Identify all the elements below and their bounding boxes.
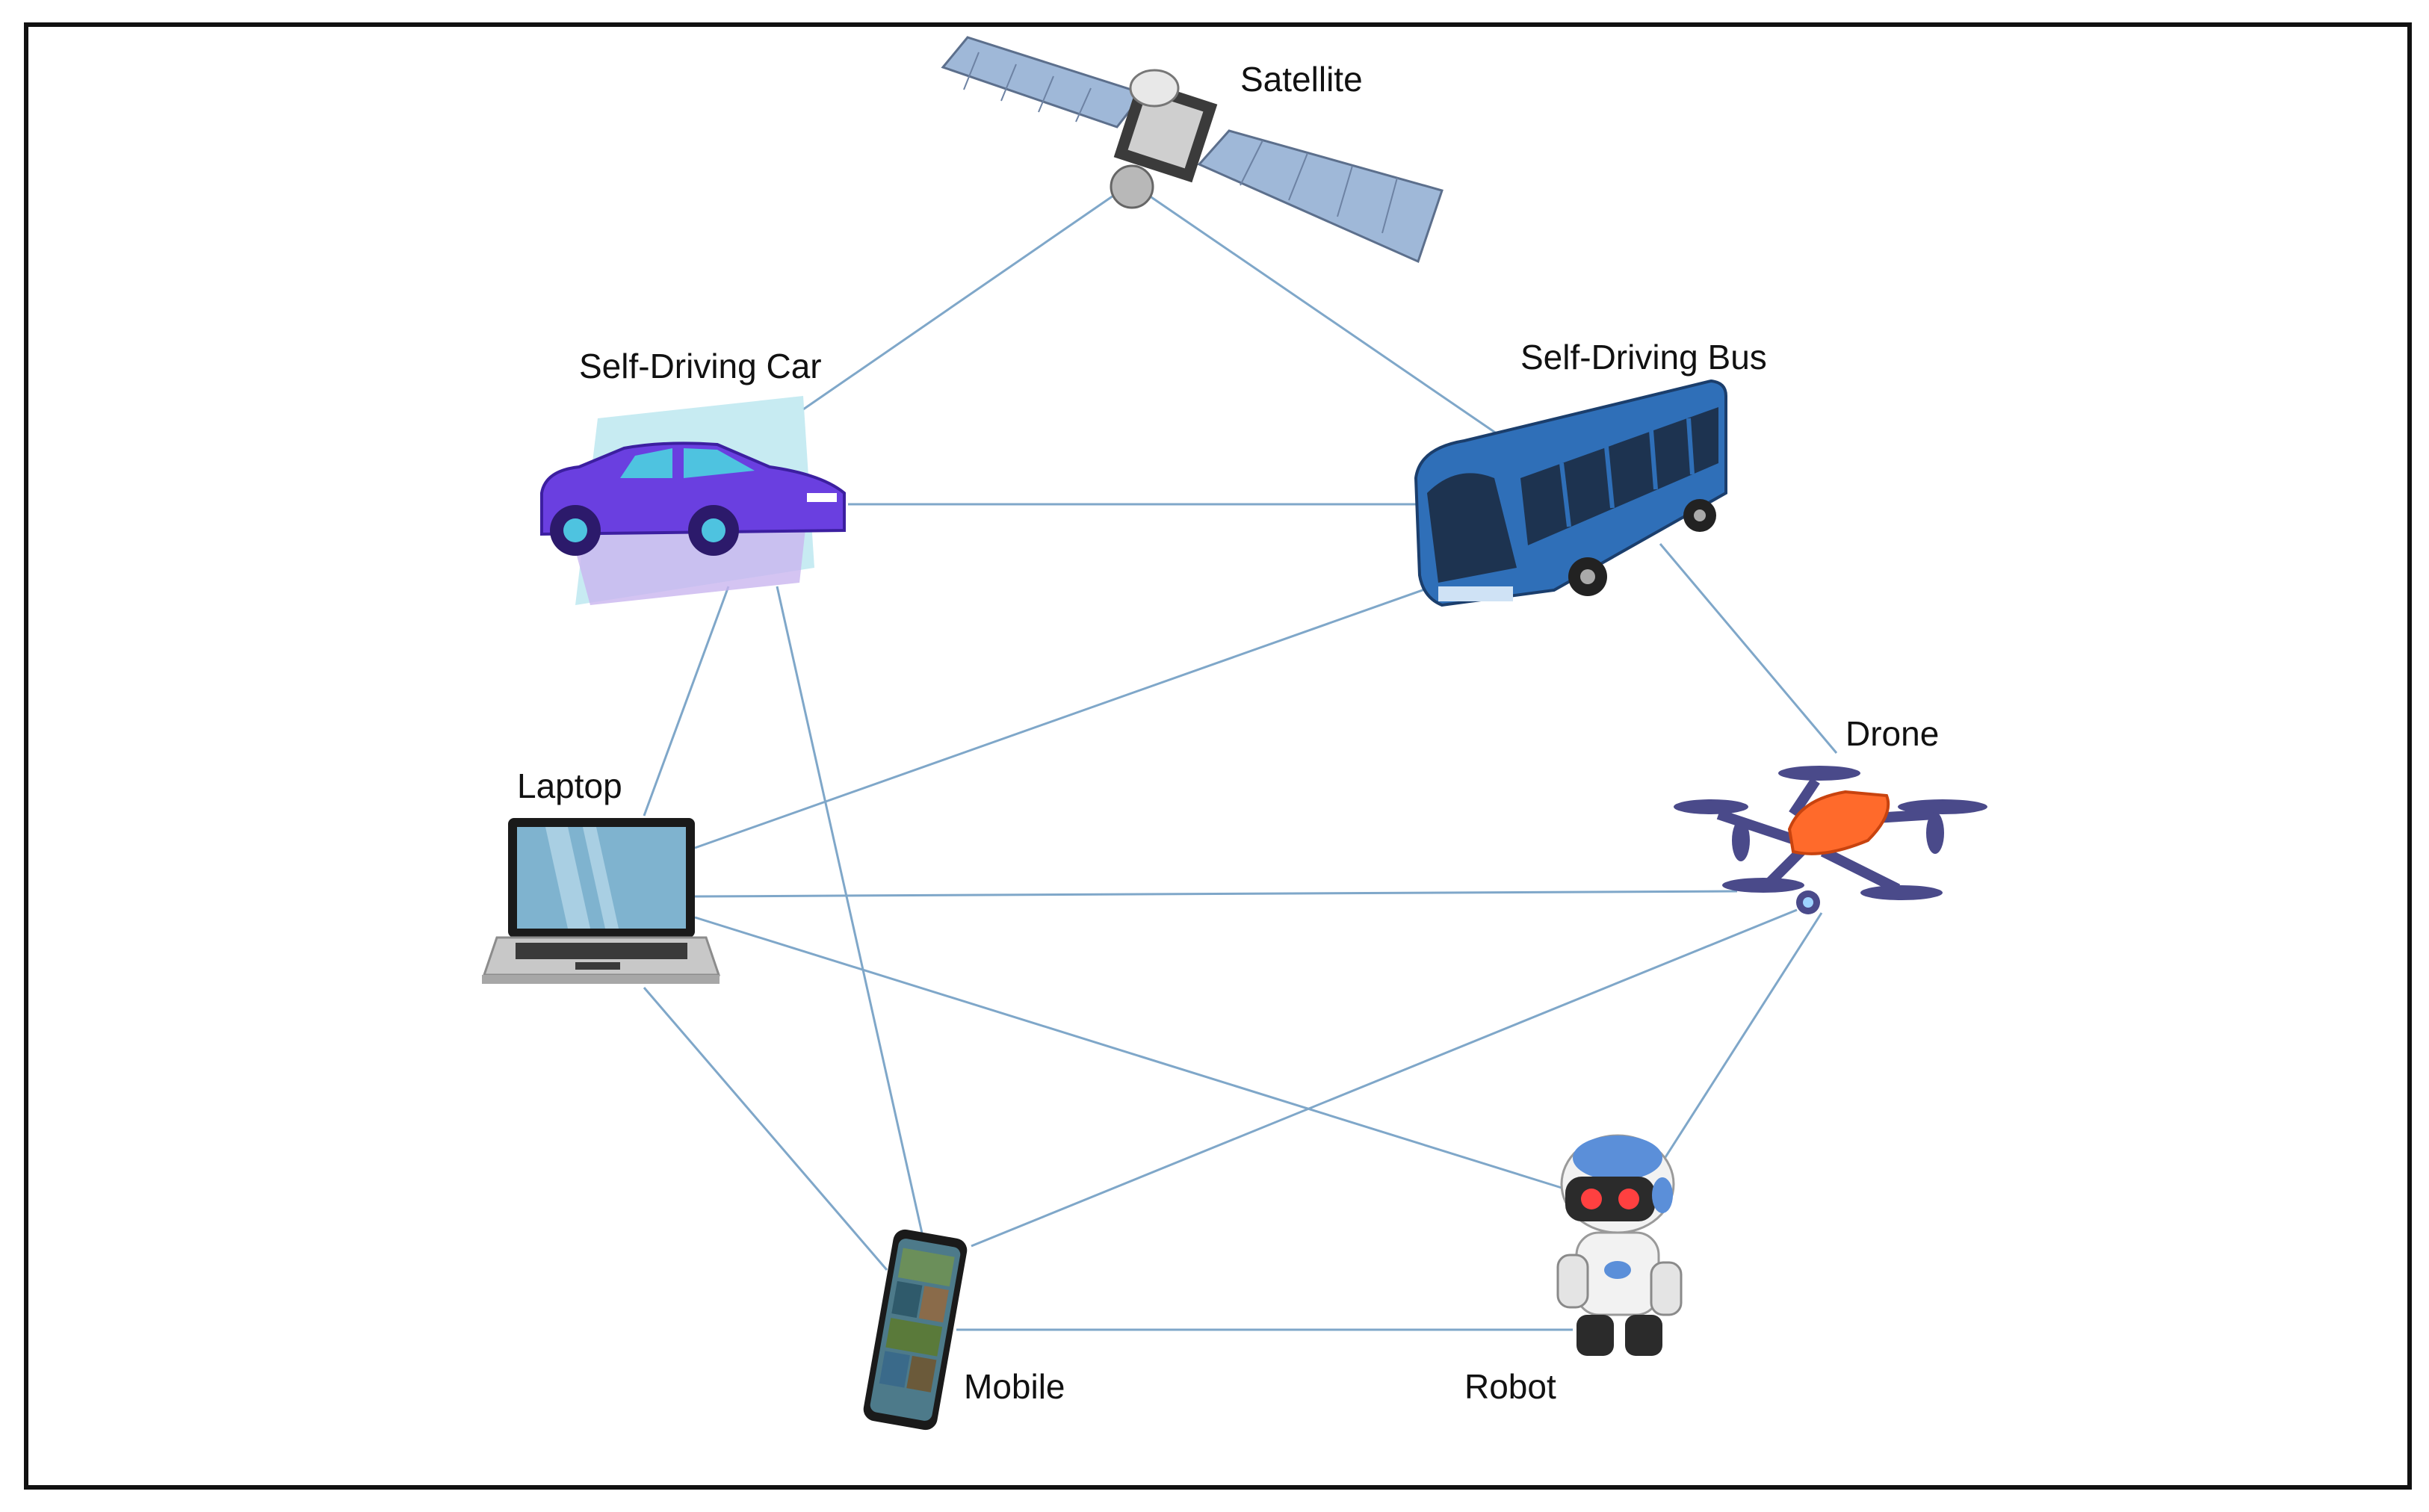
link-bus-drone: [1659, 543, 1838, 754]
diagram-border: [24, 22, 2412, 1490]
link-car-mobile: [776, 586, 924, 1237]
satellite-label: Satellite: [1240, 60, 1363, 99]
link-satellite-car: [802, 194, 1114, 411]
connection-links: [643, 194, 1838, 1331]
link-bus-laptop: [694, 585, 1434, 849]
drone-node: Drone: [1674, 714, 1987, 914]
link-drone-robot: [1659, 912, 1823, 1166]
self-driving-bus-node: Self-Driving Bus: [1414, 338, 1767, 607]
self-driving-bus-label: Self-Driving Bus: [1520, 338, 1767, 377]
link-drone-mobile: [971, 908, 1798, 1248]
mobile-phone-icon: [863, 1229, 968, 1431]
laptop-icon: [482, 818, 721, 984]
link-laptop-mobile: [643, 987, 888, 1271]
self-driving-car-node: Self-Driving Car: [540, 347, 846, 605]
mobile-node: Mobile: [863, 1229, 1065, 1431]
satellite-icon: [941, 36, 1444, 264]
link-laptop-robot: [694, 916, 1562, 1189]
link-satellite-bus: [1148, 194, 1503, 439]
car-icon: [540, 396, 846, 605]
link-car-laptop: [643, 586, 730, 817]
laptop-node: Laptop: [482, 766, 721, 984]
drone-label: Drone: [1845, 714, 1939, 753]
robot-icon: [1556, 1134, 1683, 1356]
drone-icon: [1674, 766, 1987, 914]
self-driving-car-label: Self-Driving Car: [579, 347, 822, 385]
robot-label: Robot: [1464, 1367, 1556, 1406]
satellite-node: Satellite: [941, 36, 1444, 264]
bus-icon: [1414, 379, 1727, 607]
laptop-label: Laptop: [517, 766, 622, 805]
link-laptop-drone: [694, 890, 1738, 898]
mobile-label: Mobile: [964, 1367, 1065, 1406]
robot-node: Robot: [1464, 1134, 1683, 1406]
